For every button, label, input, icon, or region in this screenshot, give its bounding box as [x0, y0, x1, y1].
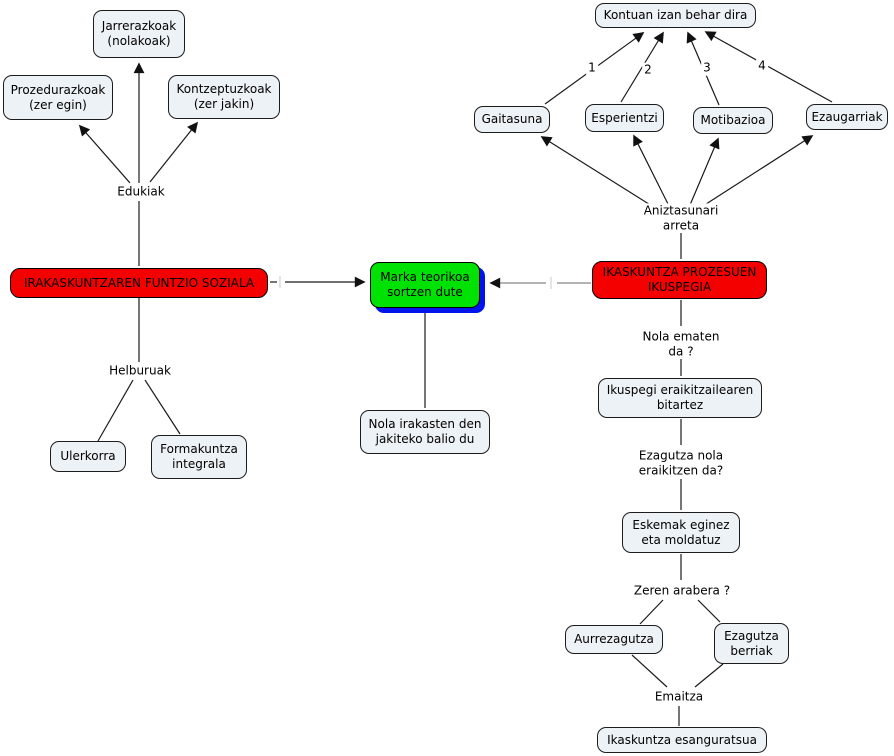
concept-ezaugarriak[interactable]: Ezaugarriak — [806, 104, 888, 130]
concept-ezagutza-berriak[interactable]: Ezagutza berriak — [714, 623, 789, 664]
linking-phrase-emaitza[interactable]: Emaitza — [652, 689, 706, 705]
concept-kontzeptuzkoak[interactable]: Kontzeptuzkoak (zer jakin) — [168, 75, 280, 119]
edge-label-3[interactable]: 3 — [701, 60, 713, 76]
linking-phrase-aniztasunari-arreta[interactable]: Aniztasunari arreta — [641, 203, 721, 233]
concept-esperientzi[interactable]: Esperientzi — [585, 104, 664, 132]
concept-ikaskuntza-prozesuen-ikuspegia[interactable]: IKASKUNTZA PROZESUEN IKUSPEGIA — [592, 261, 767, 299]
concept-prozedurazkoak[interactable]: Prozedurazkoak (zer egin) — [3, 75, 113, 120]
concept-gaitasuna[interactable]: Gaitasuna — [474, 106, 550, 133]
concept-eskemak-eginez[interactable]: Eskemak eginez eta moldatuz — [622, 512, 740, 553]
concept-motibazioa[interactable]: Motibazioa — [693, 107, 773, 134]
concept-kontuan-izan-behar-dira[interactable]: Kontuan izan behar dira — [595, 3, 756, 28]
plain-edges — [97, 201, 724, 726]
linking-phrase-edukiak[interactable]: Edukiak — [115, 184, 167, 200]
arrow-edges — [78, 31, 833, 288]
edge-label-4[interactable]: 4 — [756, 58, 768, 74]
link-anchor-ticks — [279, 276, 552, 289]
linking-phrase-helburuak[interactable]: Helburuak — [107, 363, 173, 379]
linking-phrase-ezagutza-nola-eraikitzen[interactable]: Ezagutza nola eraikitzen da? — [636, 448, 726, 478]
concept-nola-irakasten[interactable]: Nola irakasten den jakiteko balio du — [360, 410, 490, 454]
concept-ikaskuntza-esanguratsua[interactable]: Ikaskuntza esanguratsua — [597, 727, 767, 753]
concept-ulerkorra[interactable]: Ulerkorra — [50, 441, 126, 472]
linking-phrase-nola-ematen-da[interactable]: Nola ematen da ? — [640, 329, 722, 359]
concept-aurrezagutza[interactable]: Aurrezagutza — [565, 625, 663, 654]
linking-phrase-zeren-arabera[interactable]: Zeren arabera ? — [631, 583, 733, 599]
concept-formakuntza-integrala[interactable]: Formakuntza integrala — [151, 435, 247, 479]
concept-marka-teorikoa-selected[interactable]: Marka teorikoa sortzen dute — [370, 262, 480, 308]
edge-label-1[interactable]: 1 — [586, 60, 598, 76]
concept-ikuspegi-eraikitzailearen[interactable]: Ikuspegi eraikitzailearen bitartez — [598, 378, 762, 418]
concept-irakaskuntzaren-funtzio-soziala[interactable]: IRAKASKUNTZAREN FUNTZIO SOZIALA — [10, 268, 268, 298]
edge-label-2[interactable]: 2 — [642, 62, 654, 78]
concept-jarrerazkoak[interactable]: Jarrerazkoak (nolakoak) — [93, 10, 185, 58]
